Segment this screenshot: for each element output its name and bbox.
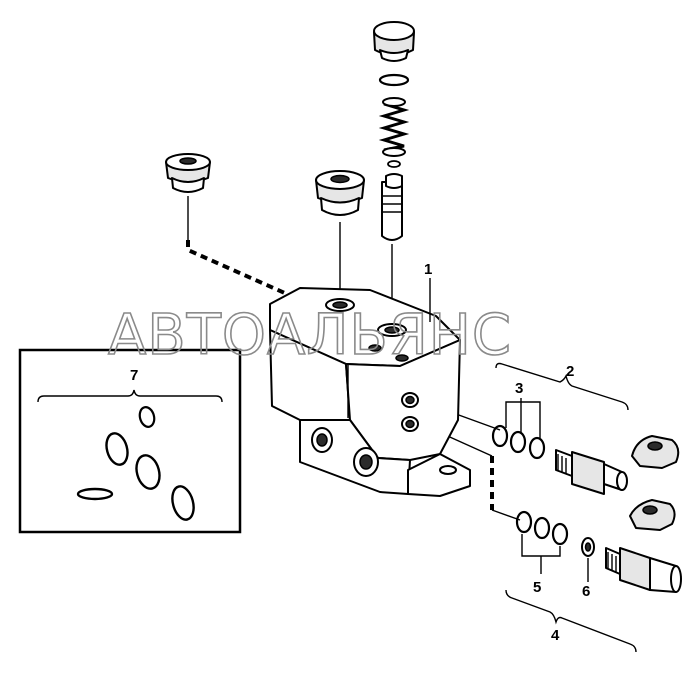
valve-body [269,287,471,497]
callout-6: 6 [582,583,590,600]
callout-1: 1 [424,261,432,278]
callout-4: 4 [551,627,560,644]
relief-valve-stack [373,21,415,241]
callout-7: 7 [130,367,138,384]
inset-o-ring-kit: 7 [18,348,242,534]
callout-2: 2 [566,363,574,380]
plug-center [315,170,365,216]
callout-5: 5 [533,579,541,596]
callout-3: 3 [515,380,523,397]
watermark-text: АВТОАЛЬЯНС [108,303,512,368]
callout-brackets [429,278,637,653]
lower-port-parts [515,499,682,593]
upper-port-parts [491,424,680,495]
plug-left [165,153,211,193]
